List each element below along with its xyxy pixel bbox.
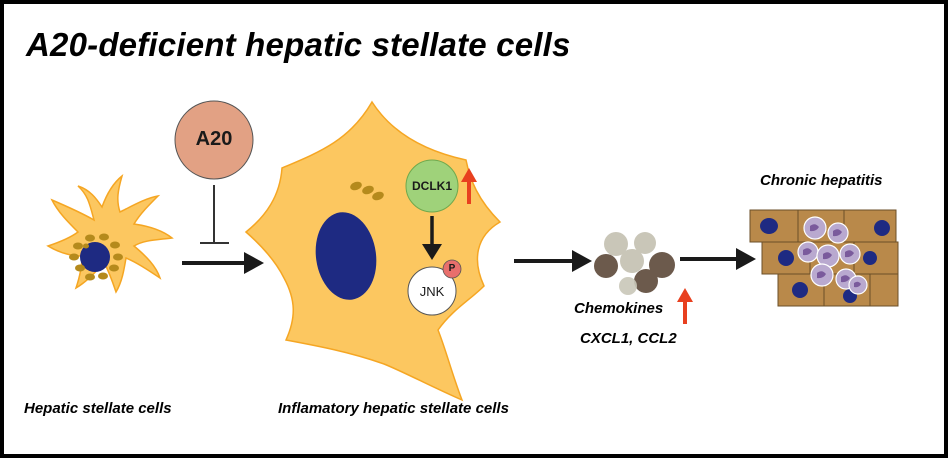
arrow-to-hepatitis [680,248,756,270]
hsc-body [46,173,174,294]
dclk1-to-jnk-arrow [422,216,442,260]
chemokines-up-arrow [677,288,693,324]
chronic-hepatitis-tissue [749,209,899,307]
dclk1-node [405,159,459,213]
dclk1-label: DCLK1 [411,179,452,193]
inflammatory-stellate-cell [244,100,502,402]
chronic-hepatitis-label: Chronic hepatitis [760,172,883,189]
chemokine-names-label: CXCL1, CCL2 [580,330,677,347]
arrow-to-chemokines [514,250,592,272]
jnk-node [407,266,457,316]
phospho-node [442,259,462,279]
a20-node [174,100,254,180]
inflammatory-nucleus [315,212,377,300]
immune-cell-nuclei [803,224,861,288]
hepatic-stellate-cell [46,173,174,294]
inflammatory-granules [350,181,384,201]
arrow-activation [182,252,264,274]
jnk-label: JNK [419,284,445,299]
hsc-label: Hepatic stellate cells [24,400,172,417]
phospho-label: P [448,263,456,274]
a20-inhibitor [174,100,254,244]
dclk1-up-arrow [461,168,477,204]
hsc-granules [69,233,123,281]
inflammatory-hsc-label: Inflamatory hepatic stellate cells [278,400,509,417]
a20-label: A20 [195,128,233,150]
hsc-nucleus [80,242,110,272]
chemokine-cluster [594,232,675,295]
figure-title: A20-deficient hepatic stellate cells [26,26,571,63]
chemokines-label: Chemokines [574,300,664,317]
